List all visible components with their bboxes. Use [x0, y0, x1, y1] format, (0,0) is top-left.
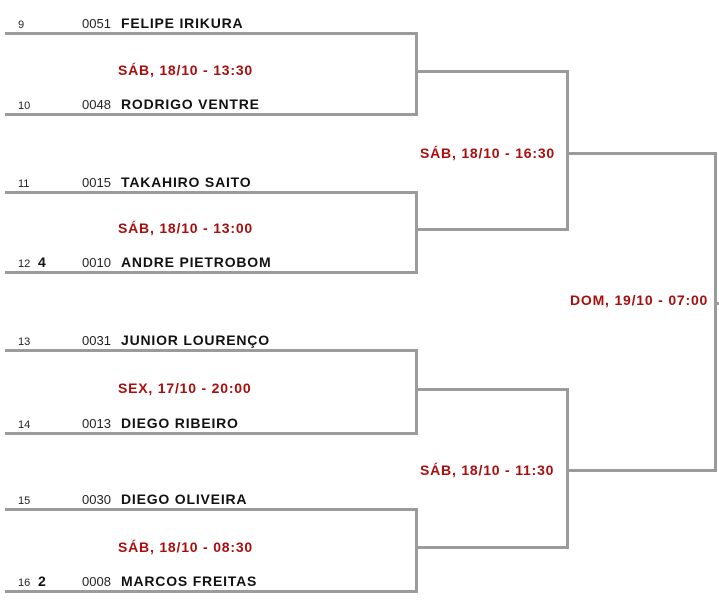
draw-position: 9 [18, 19, 25, 31]
match-connector [566, 388, 569, 549]
player-name: RODRIGO VENTRE [121, 96, 260, 112]
match-connector [415, 32, 418, 116]
player-line [5, 590, 415, 593]
player-id: 0048 [82, 97, 111, 112]
match-time: DOM, 19/10 - 07:00 [570, 292, 709, 308]
player-id: 0051 [82, 16, 111, 31]
player-id: 0031 [82, 333, 111, 348]
player-id: 0013 [82, 416, 111, 431]
player-line [5, 432, 415, 435]
match-time: SÁB, 18/10 - 13:00 [118, 220, 254, 236]
player-line [5, 271, 415, 274]
player-line [5, 508, 415, 511]
draw-position: 15 [18, 495, 31, 507]
match-connector [566, 70, 569, 231]
winner-line [714, 302, 719, 305]
player-name: ANDRE PIETROBOM [121, 254, 272, 270]
seed-number: 4 [38, 254, 46, 270]
match-connector [415, 508, 418, 593]
player-line [5, 349, 415, 352]
player-row: 10 0048 RODRIGO VENTRE [0, 93, 419, 113]
player-name: MARCOS FREITAS [121, 573, 258, 589]
draw-position: 10 [18, 100, 31, 112]
player-row: 11 0015 TAKAHIRO SAITO [0, 171, 419, 191]
winner-line [415, 70, 569, 73]
player-row: 14 0013 DIEGO RIBEIRO [0, 412, 419, 432]
player-name: DIEGO OLIVEIRA [121, 491, 248, 507]
match-time: SÁB, 18/10 - 13:30 [118, 62, 254, 78]
player-id: 0015 [82, 175, 111, 190]
match-time: SÁB, 18/10 - 16:30 [420, 145, 556, 161]
draw-position: 12 [18, 258, 31, 270]
seed-number: 2 [38, 573, 46, 589]
match-time: SEX, 17/10 - 20:00 [118, 380, 252, 396]
player-row: 9 0051 FELIPE IRIKURA [0, 12, 419, 32]
player-row: 15 0030 DIEGO OLIVEIRA [0, 488, 419, 508]
winner-line [415, 546, 569, 549]
player-id: 0008 [82, 574, 111, 589]
draw-position: 16 [18, 577, 31, 589]
match-time: SÁB, 18/10 - 11:30 [420, 462, 555, 478]
draw-position: 14 [18, 419, 31, 431]
player-line [5, 191, 415, 194]
player-name: FELIPE IRIKURA [121, 15, 244, 31]
player-name: DIEGO RIBEIRO [121, 415, 239, 431]
player-row: 12 4 0010 ANDRE PIETROBOM [0, 251, 419, 271]
player-row: 13 0031 JUNIOR LOURENÇO [0, 329, 419, 349]
player-row: 16 2 0008 MARCOS FREITAS [0, 570, 419, 590]
winner-line [566, 469, 717, 472]
match-time: SÁB, 18/10 - 08:30 [118, 539, 254, 555]
match-connector [714, 152, 717, 472]
player-id: 0010 [82, 255, 111, 270]
player-line [5, 113, 415, 116]
player-line [5, 32, 415, 35]
draw-position: 13 [18, 336, 31, 348]
match-connector [415, 349, 418, 435]
winner-line [415, 228, 569, 231]
player-name: TAKAHIRO SAITO [121, 174, 252, 190]
player-name: JUNIOR LOURENÇO [121, 332, 270, 348]
winner-line [566, 152, 717, 155]
player-id: 0030 [82, 492, 111, 507]
match-connector [415, 191, 418, 274]
draw-position: 11 [18, 178, 30, 190]
winner-line [415, 388, 569, 391]
